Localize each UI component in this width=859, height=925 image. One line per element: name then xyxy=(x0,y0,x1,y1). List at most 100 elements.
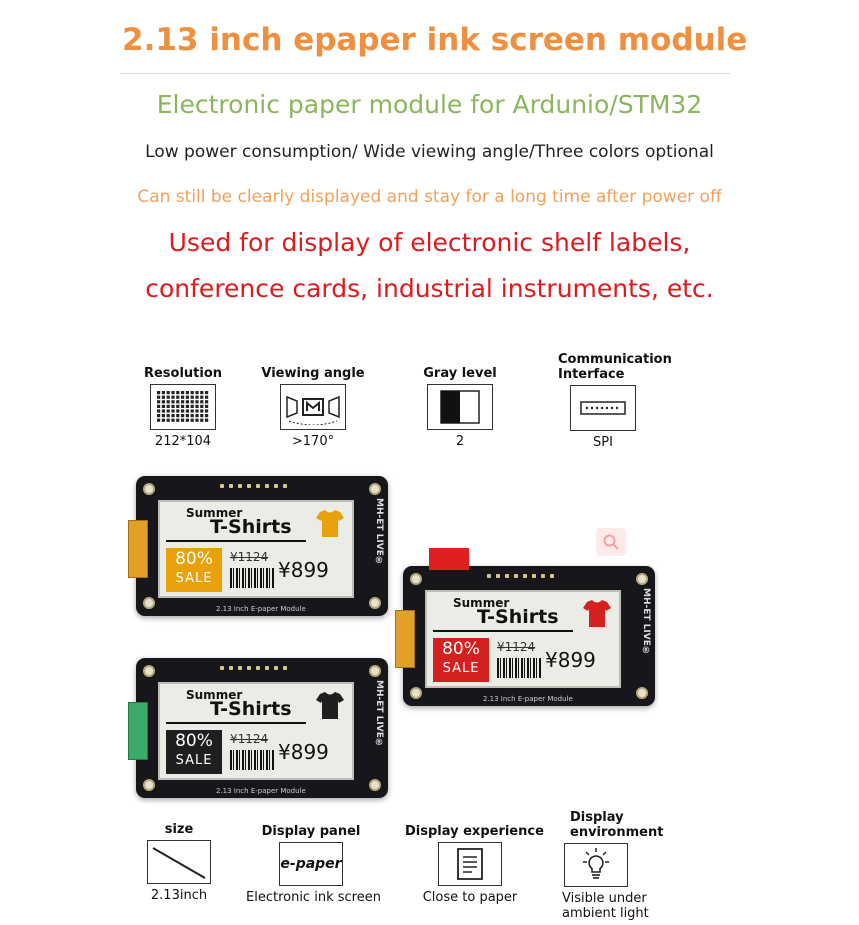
label-underline xyxy=(166,540,306,542)
brand-label: MH-ET LIVE® xyxy=(374,680,384,748)
pixel-dot xyxy=(157,409,161,413)
pixel-dot xyxy=(190,395,194,399)
pixel-dot xyxy=(176,418,180,422)
mount-hole xyxy=(143,665,155,677)
sale-percent: 80% xyxy=(175,731,213,751)
mount-hole xyxy=(636,573,648,585)
tshirt-icon xyxy=(316,692,344,719)
mount-hole xyxy=(410,687,422,699)
tshirt-icon xyxy=(583,600,611,627)
diagonal-size-icon xyxy=(147,840,211,884)
spec-label: Gray level xyxy=(423,366,497,381)
document-icon xyxy=(438,842,502,886)
spec-value: 212*104 xyxy=(154,434,212,449)
pixel-dot xyxy=(181,404,185,408)
pixel-dot xyxy=(166,395,170,399)
gray-level-icon xyxy=(427,384,493,430)
mount-hole xyxy=(143,483,155,495)
epaper-badge-icon: e-paper xyxy=(279,842,343,886)
spec-label-line1: Communication xyxy=(558,352,672,367)
spec-label: Resolution xyxy=(143,366,223,381)
epaper-module-red: Summer T-Shirts 80% SALE ¥1124 ¥899 MH-E… xyxy=(395,548,655,706)
mount-hole xyxy=(410,573,422,585)
pixel-dot xyxy=(176,400,180,404)
pixel-dot xyxy=(190,400,194,404)
pixel-dot xyxy=(200,418,204,422)
spec-display-environment: Display environment Visible under ambien… xyxy=(546,810,676,921)
pixel-dot xyxy=(166,414,170,418)
pixel-dot xyxy=(195,400,199,404)
label-summer: Summer xyxy=(186,506,243,520)
pixel-dot xyxy=(157,391,161,395)
mount-hole xyxy=(143,779,155,791)
label-tshirts: T-Shirts xyxy=(477,606,559,628)
pixel-dot xyxy=(176,414,180,418)
zoom-search-button[interactable] xyxy=(596,528,626,556)
epaper-module-black: Summer T-Shirts 80% SALE ¥1124 ¥899 MH-E… xyxy=(128,658,388,798)
spec-label-line2: Interface xyxy=(558,367,625,382)
new-price: ¥899 xyxy=(545,648,596,672)
pixel-dot xyxy=(157,418,161,422)
new-price: ¥899 xyxy=(278,558,329,582)
label-underline xyxy=(433,630,573,632)
ribbon-cable xyxy=(128,702,148,760)
old-price: ¥1124 xyxy=(497,640,536,654)
epaper-screen: Summer T-Shirts 80% SALE ¥1124 ¥899 xyxy=(425,590,621,688)
pixel-dot xyxy=(166,400,170,404)
pixel-dot xyxy=(181,400,185,404)
spec-value-line2: ambient light xyxy=(562,906,649,921)
old-price: ¥1124 xyxy=(230,550,269,564)
pixel-dot xyxy=(157,404,161,408)
epaper-screen: Summer T-Shirts 80% SALE ¥1124 ¥899 xyxy=(158,682,354,780)
spec-value-line1: Visible under xyxy=(562,891,647,906)
spec-label: size xyxy=(164,822,194,837)
pixel-dot xyxy=(195,409,199,413)
sale-text: SALE xyxy=(175,571,213,586)
epaper-module-yellow: Summer T-Shirts 80% SALE ¥1124 ¥899 MH-E… xyxy=(128,476,388,616)
pixel-dot xyxy=(200,404,204,408)
light-bulb-icon xyxy=(564,843,628,887)
usage-text-line2: conference cards, industrial instruments… xyxy=(145,274,714,303)
pixel-dot xyxy=(195,395,199,399)
pixel-dot xyxy=(171,409,175,413)
connector-icon xyxy=(570,385,636,431)
subtitle: Electronic paper module for Ardunio/STM3… xyxy=(156,90,703,119)
mount-hole xyxy=(369,483,381,495)
usage-text-line1: Used for display of electronic shelf lab… xyxy=(168,228,691,257)
pixel-dot xyxy=(181,409,185,413)
spec-size: size 2.13inch xyxy=(114,822,244,903)
pixel-dot xyxy=(205,391,209,395)
label-tshirts: T-Shirts xyxy=(210,516,292,538)
spec-value: 2.13inch xyxy=(150,888,208,903)
pixel-dot xyxy=(200,409,204,413)
pixel-dot xyxy=(185,395,189,399)
pixel-dot xyxy=(166,409,170,413)
pixel-dot xyxy=(176,404,180,408)
new-price: ¥899 xyxy=(278,740,329,764)
pixel-dot xyxy=(157,414,161,418)
sale-badge: 80% SALE xyxy=(433,638,489,682)
barcode-icon xyxy=(230,750,274,770)
mount-hole xyxy=(369,597,381,609)
pixel-dot xyxy=(166,418,170,422)
spec-viewing-angle: Viewing angle >170° xyxy=(248,366,378,449)
sale-text: SALE xyxy=(442,661,480,676)
pixel-grid-icon: /* grid drawn below */ xyxy=(150,384,216,430)
protective-tab xyxy=(429,548,469,570)
pixel-dot xyxy=(161,409,165,413)
pixel-dot xyxy=(190,418,194,422)
pixel-dot xyxy=(190,391,194,395)
pixel-dot xyxy=(161,418,165,422)
pixel-dot xyxy=(166,404,170,408)
pixel-dot xyxy=(176,395,180,399)
brand-label: MH-ET LIVE® xyxy=(641,588,651,656)
mount-hole xyxy=(369,779,381,791)
viewing-angle-icon xyxy=(280,384,346,430)
spec-value: Electronic ink screen xyxy=(246,890,381,905)
mount-hole xyxy=(636,687,648,699)
spec-label: Display experience xyxy=(405,824,544,839)
spec-value: 2 xyxy=(455,434,465,449)
pixel-dot xyxy=(176,409,180,413)
spec-label-line2: environment xyxy=(570,825,664,840)
pixel-dot xyxy=(205,414,209,418)
